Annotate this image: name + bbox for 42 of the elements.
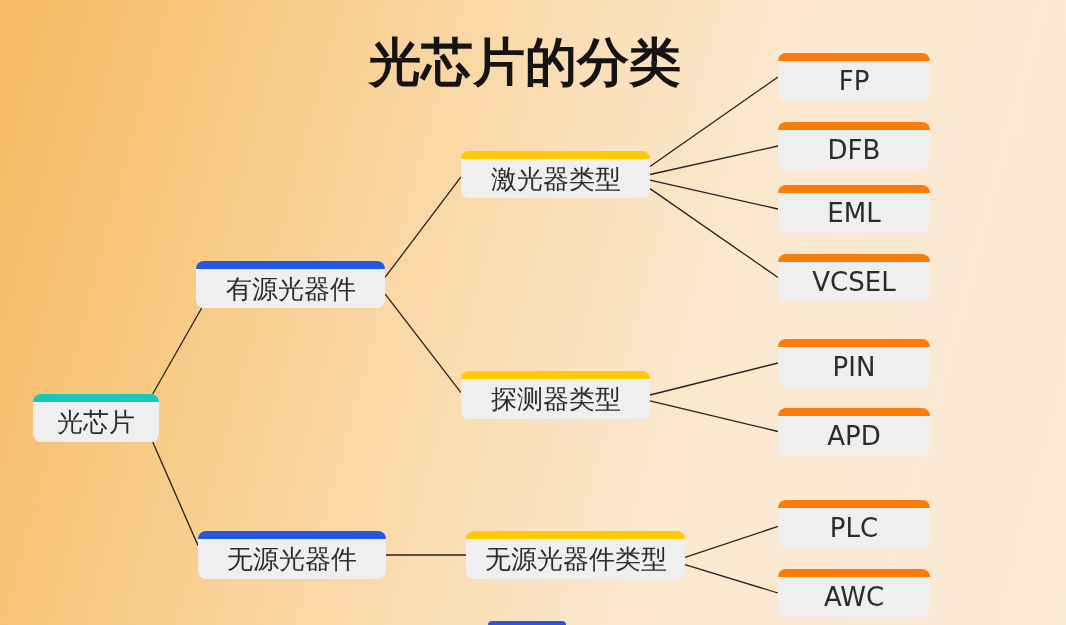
- node-label: 光芯片: [57, 407, 135, 437]
- connector-line: [649, 400, 779, 433]
- topic-box: [778, 254, 930, 301]
- connector-line: [384, 293, 462, 394]
- connector-line: [152, 307, 203, 395]
- node-label: 无源光器件类型: [484, 544, 667, 574]
- connector-line: [649, 145, 779, 176]
- topic-box: [196, 261, 385, 308]
- topic-box: [778, 53, 930, 101]
- connector-line: [385, 554, 467, 556]
- node-label: 无源光器件: [227, 544, 357, 574]
- topic-box: [33, 394, 159, 442]
- topic-box: [778, 408, 930, 455]
- connector-line: [649, 187, 779, 279]
- topic-box: [778, 122, 930, 170]
- topic-box: [778, 339, 930, 387]
- connector-line: [384, 176, 462, 279]
- diagram-title: 光芯片的分类: [367, 31, 682, 94]
- connector-line: [649, 76, 779, 168]
- node-label: 有源光器件: [225, 273, 356, 304]
- node-label: EML: [827, 198, 881, 228]
- connector-line: [684, 563, 779, 594]
- node-label: FP: [838, 66, 870, 96]
- connector-line: [649, 362, 779, 396]
- topic-box: [778, 569, 930, 617]
- topic-box: [778, 500, 930, 548]
- node-label: APD: [827, 420, 881, 451]
- node-label: AWC: [823, 582, 885, 612]
- topic-box: [466, 531, 685, 579]
- node-label: VCSEL: [812, 266, 896, 297]
- node-label: 激光器类型: [490, 163, 621, 194]
- topic-box: [461, 371, 650, 419]
- node-label: PIN: [832, 352, 876, 382]
- node-label: DFB: [827, 135, 881, 165]
- connector-line: [152, 441, 199, 547]
- topic-box: [778, 185, 930, 233]
- connector-line: [649, 179, 779, 210]
- node-label: 探测器类型: [490, 384, 621, 414]
- connector-line: [684, 525, 779, 559]
- topic-box: [461, 151, 650, 198]
- node-label: PLC: [829, 513, 879, 543]
- topic-box: [198, 531, 386, 579]
